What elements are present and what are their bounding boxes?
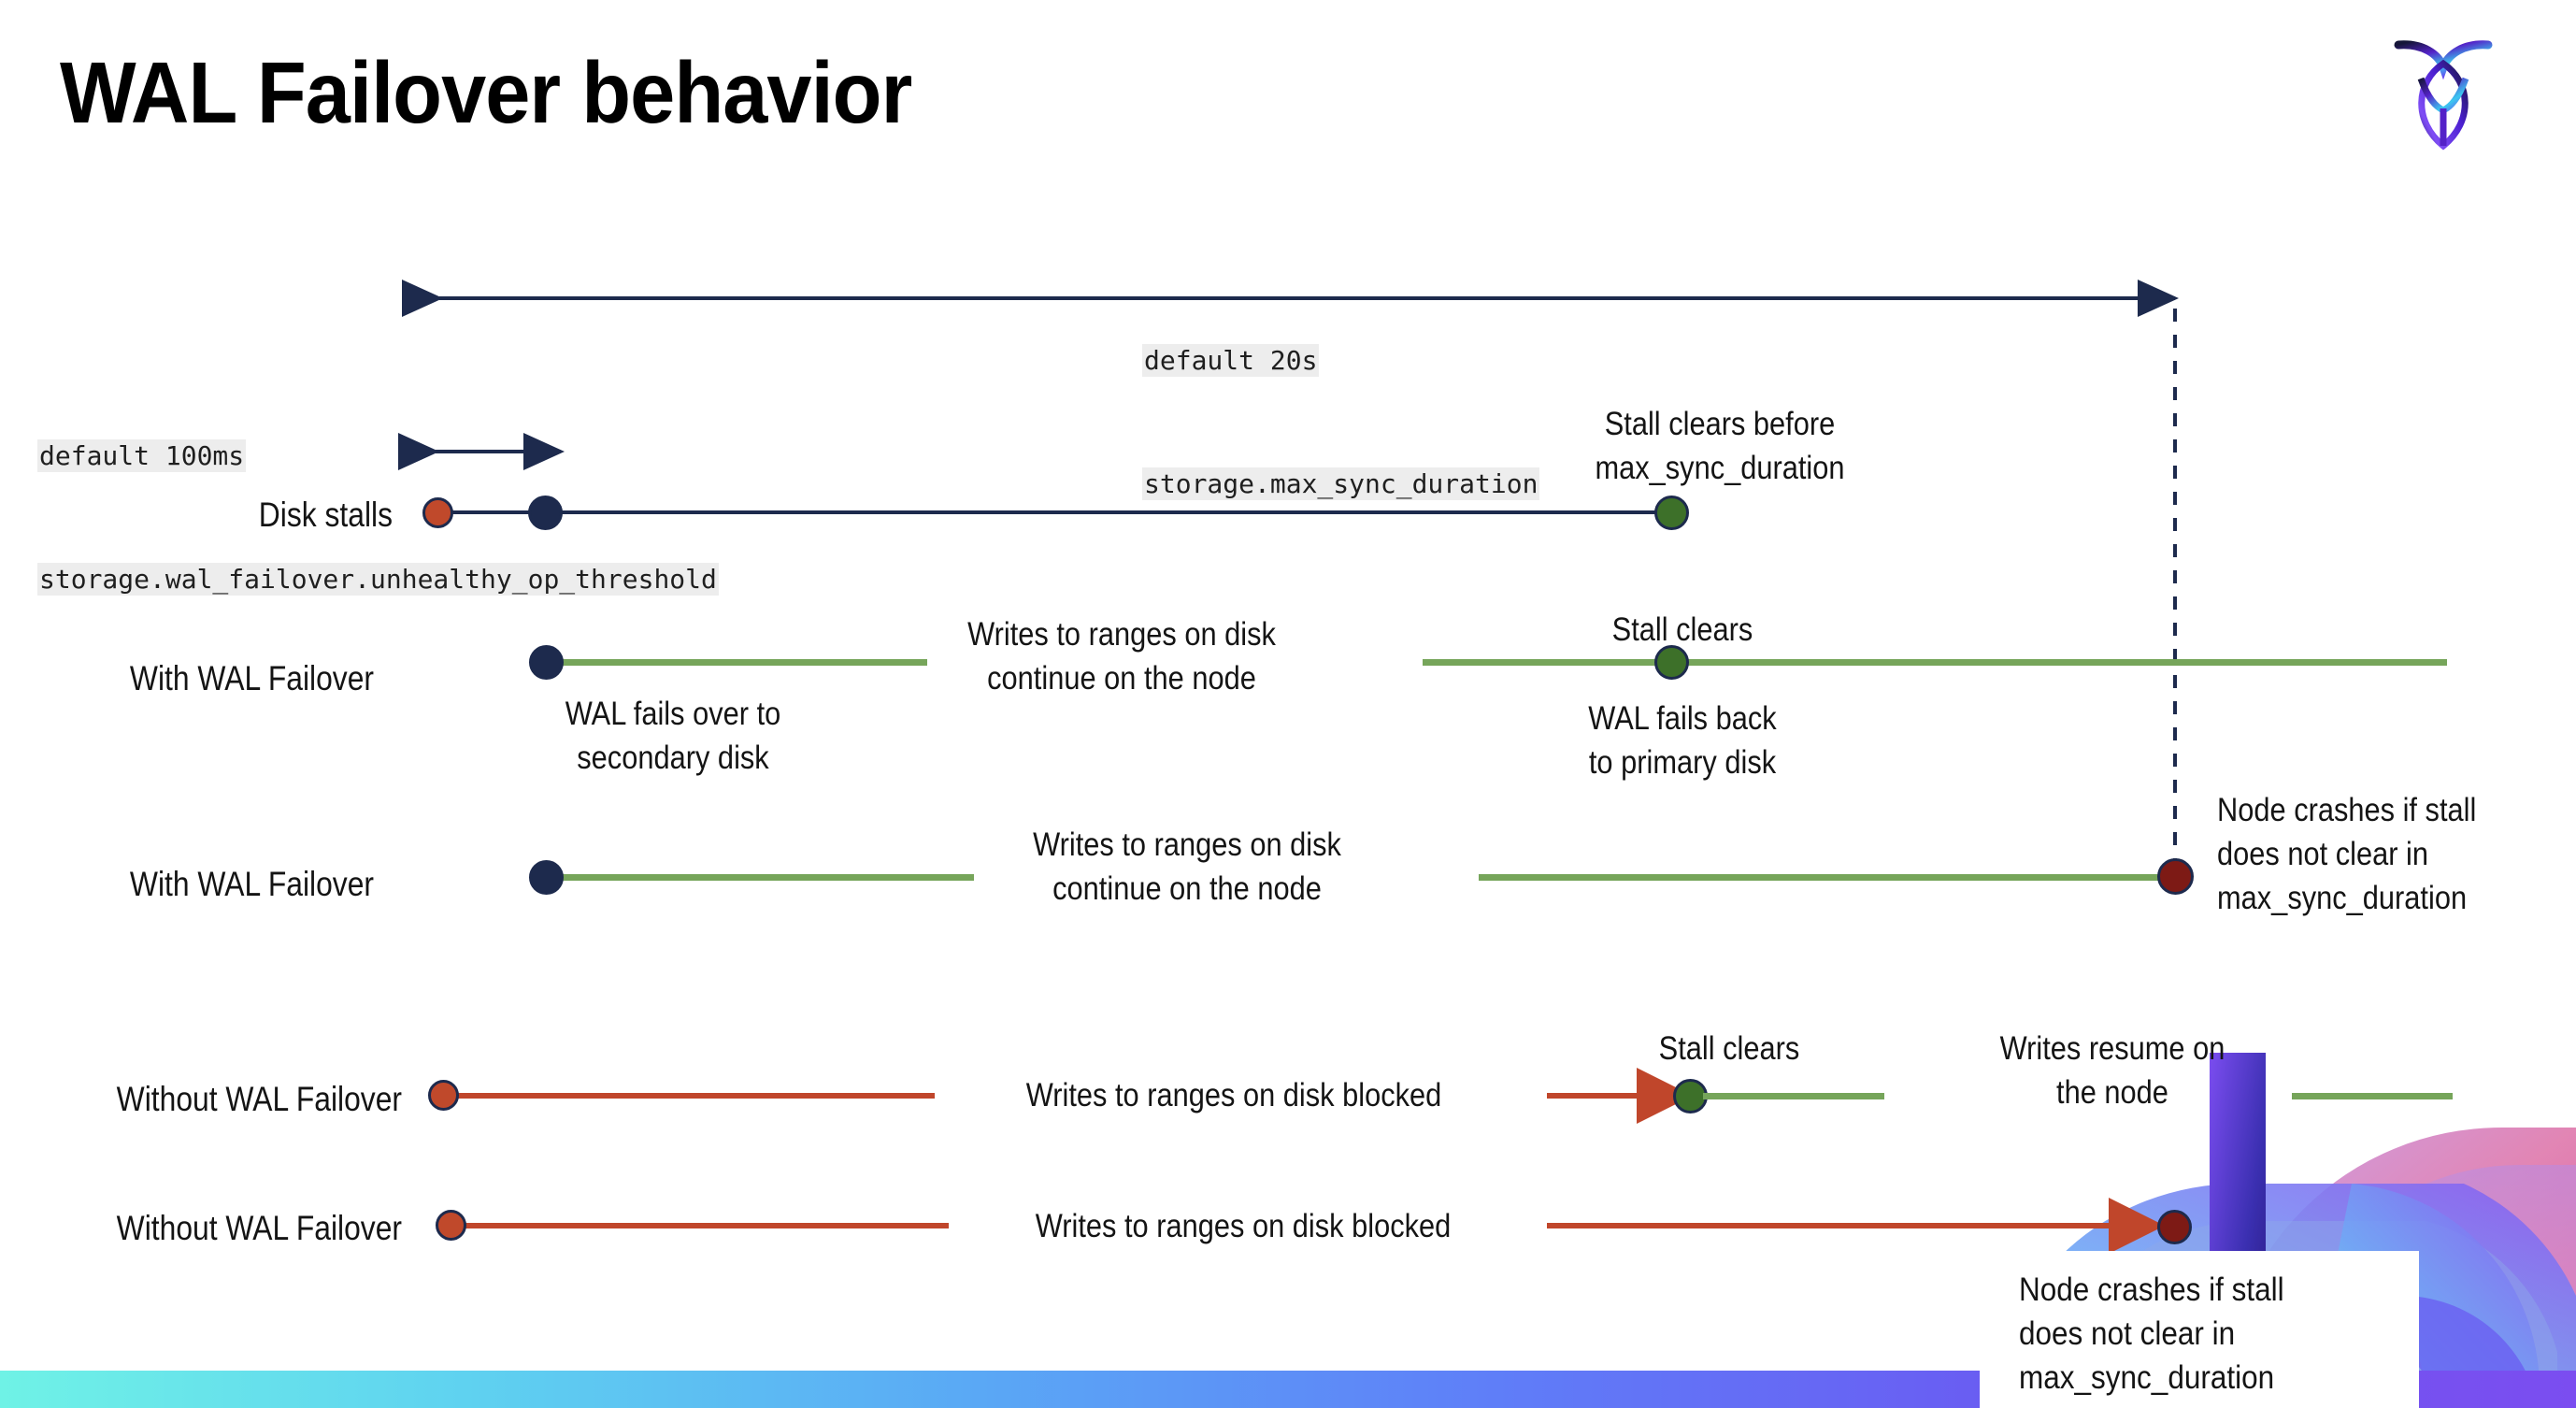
unhealthy-op-threshold-default: default 100ms <box>37 439 247 472</box>
row-label-with-wal-failover-1: With WAL Failover <box>129 659 375 697</box>
wal-failover-crash-start-dot <box>529 860 564 895</box>
max-sync-duration-setting: storage.max_sync_duration <box>1142 467 1540 500</box>
cockroachdb-logo-icon <box>2387 28 2499 151</box>
annotation-wal-fails-over: WAL fails over to secondary disk <box>565 696 781 776</box>
row-label-with-wal-failover-2: With WAL Failover <box>129 865 375 903</box>
wal-failover-crash-segment-1 <box>544 874 974 881</box>
max-sync-duration-callout: default 20s storage.max_sync_duration <box>1142 258 1540 587</box>
page-title: WAL Failover behavior <box>60 44 912 141</box>
wal-failover-segment-1 <box>544 659 927 666</box>
annotation-writes-resume: Writes resume on the node <box>1999 1030 2225 1111</box>
wal-failover-segment-2 <box>1423 659 2447 666</box>
disk-stall-start-dot <box>422 497 453 528</box>
wal-failover-crash-dot <box>2157 858 2194 895</box>
disk-stall-timeline <box>437 510 1671 514</box>
wal-failover-start-dot <box>529 645 564 680</box>
disk-stall-failover-dot <box>528 496 563 530</box>
annotation-stall-clears-2: Stall clears <box>1658 1030 1800 1067</box>
node-crash-callout-box: Node crashes if stall does not clear in … <box>1980 1251 2419 1408</box>
without-failover-blocked-line-2 <box>463 1223 949 1228</box>
without-failover-resume-segment-1 <box>1703 1093 1884 1099</box>
annotation-writes-continue-2: Writes to ranges on disk continue on the… <box>1033 826 1341 907</box>
unhealthy-op-threshold-callout: default 100ms storage.wal_failover.unhea… <box>37 353 719 682</box>
wal-failover-crash-segment-2 <box>1479 874 2170 881</box>
without-failover-crash-dot <box>2157 1210 2192 1244</box>
disk-stall-clear-dot <box>1654 496 1689 530</box>
annotation-wal-fails-back: WAL fails back to primary disk <box>1588 700 1777 781</box>
annotation-writes-blocked-2: Writes to ranges on disk blocked <box>1035 1208 1452 1244</box>
max-sync-duration-default: default 20s <box>1142 344 1320 377</box>
without-failover-start-dot-2 <box>436 1210 466 1241</box>
wal-failover-stall-clear-dot <box>1654 645 1689 680</box>
unhealthy-op-threshold-setting: storage.wal_failover.unhealthy_op_thresh… <box>37 563 719 596</box>
row-label-without-wal-failover-1: Without WAL Failover <box>116 1080 403 1118</box>
annotation-writes-continue-1: Writes to ranges on disk continue on the… <box>967 616 1276 697</box>
row-label-disk-stalls: Disk stalls <box>258 496 393 534</box>
annotation-node-crashes-2: Node crashes if stall does not clear in … <box>2019 1272 2284 1396</box>
without-failover-blocked-line-1 <box>449 1093 935 1099</box>
row-label-without-wal-failover-2: Without WAL Failover <box>116 1209 403 1247</box>
annotation-node-crashes-1: Node crashes if stall does not clear in … <box>2217 792 2477 916</box>
without-failover-resume-segment-2 <box>2292 1093 2453 1099</box>
without-failover-stall-clear-dot <box>1673 1079 1708 1113</box>
annotation-writes-blocked-1: Writes to ranges on disk blocked <box>1025 1077 1442 1113</box>
annotation-stall-clears-before: Stall clears before max_sync_duration <box>1595 406 1845 486</box>
annotation-stall-clears-1: Stall clears <box>1611 611 1753 648</box>
without-failover-start-dot-1 <box>428 1080 459 1111</box>
